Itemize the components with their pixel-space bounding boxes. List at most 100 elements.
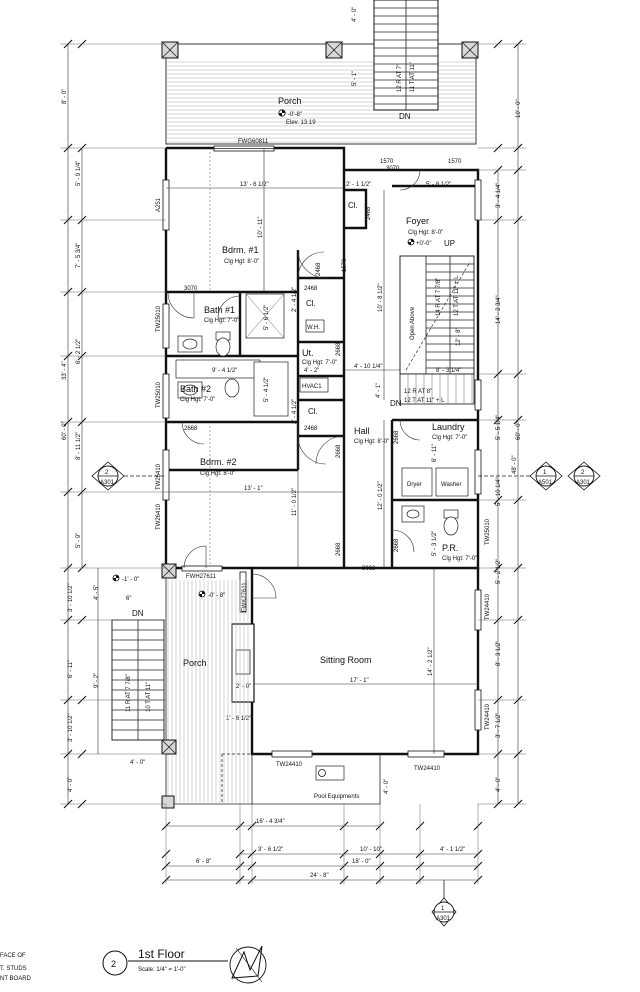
left-dimensions: 8' - 0" 60' - 0" 5' - 9 1/4" 7' - 5 3/4"… [60,39,166,809]
north-arrow-icon [229,945,267,984]
hall-height: 12' - 0 1/2" [378,481,384,510]
bath1-cl-dim: 5' - 6 1/2" [264,305,270,330]
overall-width: 24' - 8" [310,873,329,879]
left-total-2: 60' - 0" [62,421,68,440]
door-laundry: 2668 [394,430,400,444]
bdrm1-label: Bdrm. #1 [222,245,259,255]
right-dim-3: 5' - 5 1/4" [496,415,502,440]
top-stair-dn: DN [399,112,411,121]
side-stair-dn: DN [132,609,144,618]
corner-note-3: NT BOARD [0,976,32,982]
left-dim-7: 3' - 10 1/2" [68,583,74,612]
window-tag-fw3: FWK27611 [242,582,248,612]
closet-dim-2: 2' - 4 1/2" [292,399,298,424]
callout-right1-sheet: A501 [538,480,553,486]
side-porch-elev-2: -0' - 8" [208,593,225,599]
main-stair-width: 12' - 8" [456,327,462,346]
left-side-dim-2: 9' - 2" [94,673,100,688]
stair-dim-1: 5' - 1" [352,71,358,86]
door-sitting: 3068 [362,566,376,572]
left-dim-4: 6' - 2 1/2" [76,339,82,364]
sitting-label: Sitting Room [320,655,372,665]
fireplace-dim: 2' - 0" [236,684,251,690]
door-pr: 2668 [394,538,400,552]
porch-column [161,795,175,809]
window-tag-right-2: TW24410 [485,593,491,620]
callout-left-num: 2 [105,470,109,476]
front-door: 3070 [386,166,400,172]
pr-label: P.R. [442,543,458,553]
right-dim-1: 3' - 4 1/4" [496,183,502,208]
door-bdrm2: 2668 [336,542,342,556]
hvac: HVAC1 [302,384,322,390]
section-callout-bottom: 1 A301 [431,880,457,927]
callout-right2-sheet: A301 [576,480,591,486]
side-porch: 11 R AT 7 7/8" 10 T AT 11" DN Porch -1' … [111,563,252,809]
section-callout-left: 2 A301 [91,461,125,491]
window-tag-a251: A251 [156,197,162,212]
bottom-dim-b: 3' - 6 1/2" [258,847,283,853]
left-dim-10: 4' - 0" [68,777,74,792]
bath2-ceiling: Clg Hgt: 7'-0" [180,397,215,403]
base-stair-run: 12 T AT 11" + L [404,398,445,404]
left-dim-2: 5' - 9 1/4" [76,161,82,186]
porch-top-elev: Elev. 13.19 [286,120,316,126]
right-dim-4: 5' - 10 1/4" [496,477,502,506]
ut-ceiling: Clg Hgt: 7'-0" [302,360,337,366]
laundry-label: Laundry [432,422,465,432]
right-total-2: 10' - 0" [516,99,522,118]
foyer-height: +0'-0" [416,241,431,247]
door-foyer-cl: 2468 [366,206,372,220]
callout-left-sheet: A301 [100,480,115,486]
sitting-height: 14' - 2 1/2" [428,647,434,676]
bdrm2-ceiling: Clg Hgt: 8'-0" [200,471,235,477]
side-porch-label: Porch [183,658,207,668]
title-block: 2 1st Floor Scale: 1/4" = 1'-0" FACE OF … [0,945,267,984]
window-tag-left-1: TW25010 [156,305,162,332]
top-stair-rise: 12 R AT 7" [397,64,403,92]
door-bath2: 2668 [184,426,198,432]
door-hall-cl: 2668 [336,444,342,458]
right-total-3: 48' - 0" [512,455,518,474]
right-total-1: 60' - 0" [516,421,522,440]
pool-equipment: Pool Equipments [314,794,359,800]
door-ut: 2668 [336,342,342,356]
window-tag-left-3: TW26410 [156,463,162,490]
closet-2: Cl. [306,299,316,308]
bottom-left-width: 6' - 8" [196,859,211,865]
foyer-dim-b: 2' - 1 1/2" [346,182,371,188]
open-above: Open Above [410,306,416,340]
right-dim-7: 3' - 7 1/2" [496,713,502,738]
section-callout-right-1: 1 A501 [529,461,563,491]
stair-dim-2: 4' - 0" [352,7,358,22]
foyer-label: Foyer [406,216,429,226]
bdrm2-width: 13' - 1" [244,486,263,492]
top-stair: 12 R AT 7" 11 T AT 11" DN [373,0,439,121]
view-number: 2 [111,959,116,969]
window-tag-fw1: FWG60811 [238,139,269,145]
bath2: 9' - 4 1/2" Bath #2 Clg Hgt: 7'-0" 5' - … [175,359,289,445]
pool-dim: 4' - 0" [384,779,390,794]
porch-top-height: -0'-8" [288,112,302,118]
utility-stack: Cl. 2468 Cl. 2468 W.H. Ut. Clg Hgt: 7'-0… [292,201,372,465]
foyer-dim-a: 5' - 8 1/2" [426,182,451,188]
foyer-up: UP [444,239,455,248]
laundry-ceiling: Clg Hgt: 7'-0" [432,435,467,441]
side-porch-step: 6" [126,596,131,602]
left-dim-1: 8' - 0" [62,89,68,104]
corner-note-2: T. STUDS [0,966,27,972]
left-dim-5: 8' - 11 1/2" [76,432,82,460]
washer-label: Washer [441,482,461,488]
window-tag-tw2: TW24410 [414,766,441,772]
sheet-scale: Scale: 1/4" = 1'-0" [138,967,186,973]
bath1-ceiling: Clg Hgt: 7'-0" [204,318,239,324]
ut-label: Ut. [302,348,314,358]
sitting-width: 17' - 1" [350,678,369,684]
bottom-dim-d: 4' - 1 1/2" [440,847,465,853]
hall-dim-a: 4' - 1" [376,383,382,398]
main-stair-rise: 14 R AT 7 7/8" [436,278,442,316]
top-stair-run: 11 T AT 11" [410,62,416,92]
callout-right2-num: 2 [581,470,585,476]
side-porch-elev-1: -1' - 0" [122,577,139,583]
